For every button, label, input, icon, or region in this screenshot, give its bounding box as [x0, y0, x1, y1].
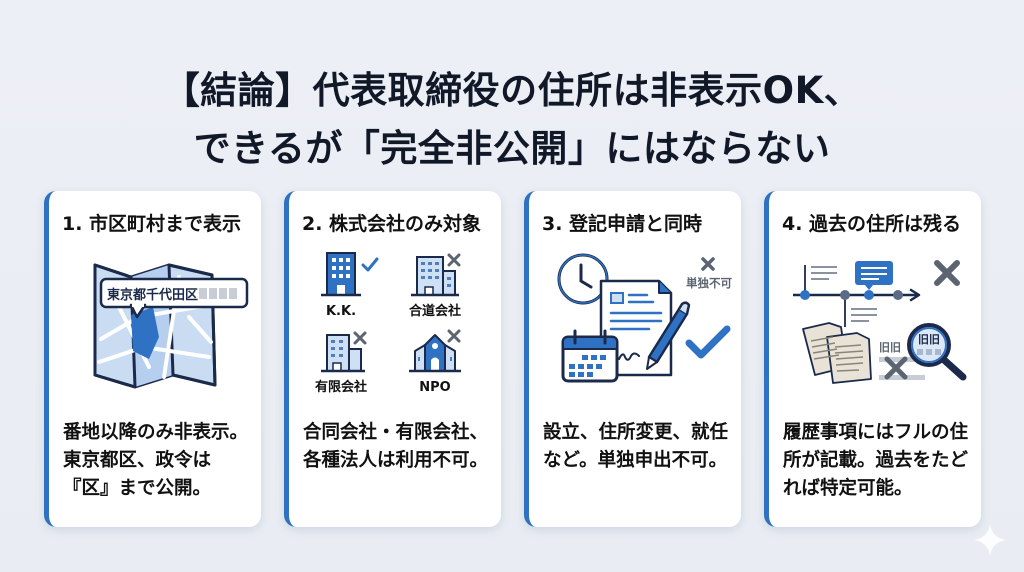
- map-with-address-callout-icon: 東京都千代田区: [49, 247, 261, 407]
- card-description: 番地以降のみ非表示。東京都区、政令は『区』まで公開。: [63, 422, 249, 499]
- svg-text:K.K.: K.K.: [326, 304, 356, 319]
- svg-text:旧旧: 旧旧: [918, 333, 940, 346]
- card-kk-only: 2. 株式会社のみ対象 K.K.: [284, 191, 501, 527]
- cross-icon: [934, 260, 960, 286]
- registration-documents-icon: 単独不可: [529, 247, 741, 407]
- sparkle-icon: [970, 520, 1010, 560]
- card-title: 2. 株式会社のみ対象: [302, 213, 482, 235]
- documents-stack-icon: [802, 322, 872, 384]
- card-municipality-display: 1. 市区町村まで表示: [44, 191, 261, 527]
- card-description: 合同会社・有限会社、各種法人は利用不可。: [303, 422, 489, 471]
- svg-text:単独不可: 単独不可: [686, 276, 732, 290]
- card-title: 3. 登記申請と同時: [542, 213, 703, 235]
- timeline-icon: [793, 261, 921, 327]
- history-timeline-magnifier-icon: 旧旧 旧旧: [769, 247, 981, 407]
- svg-text:合道会社: 合道会社: [409, 303, 461, 319]
- svg-text:有限会社: 有限会社: [315, 379, 367, 395]
- kk-building-icon: [321, 252, 379, 297]
- title-line-1: 【結論】代表取締役の住所は非表示OK、: [162, 69, 862, 112]
- cross-icon: [701, 257, 715, 271]
- svg-text:東京都千代田区: 東京都千代田区: [107, 287, 198, 303]
- card-title: 4. 過去の住所は残る: [782, 213, 962, 235]
- calendar-icon: [561, 329, 619, 383]
- pen-icon: [646, 301, 691, 370]
- limited-company-building-icon: [321, 331, 367, 373]
- company-types-icon: K.K. 合道会社: [289, 247, 501, 407]
- cross-icon: [884, 356, 908, 380]
- card-title: 1. 市区町村まで表示: [62, 213, 242, 235]
- card-description: 設立、住所変更、就任など。単独申出不可。: [543, 422, 729, 471]
- title-line-2: できるが「完全非公開」にはならない: [193, 127, 831, 170]
- magnifier-icon: 旧旧: [907, 323, 967, 381]
- npo-building-icon: [409, 329, 461, 373]
- svg-text:旧旧: 旧旧: [879, 341, 901, 354]
- card-past-address-remains: 4. 過去の住所は残る: [764, 191, 981, 527]
- svg-text:NPO: NPO: [419, 380, 450, 395]
- clock-icon: [557, 253, 609, 305]
- check-icon: [685, 325, 731, 359]
- llc-building-icon: [411, 253, 461, 297]
- card-with-registration: 3. 登記申請と同時: [524, 191, 741, 527]
- card-description: 履歴事項にはフルの住所が記載。過去をたどれば特定可能。: [783, 422, 969, 499]
- page-title: 【結論】代表取締役の住所は非表示OK、 できるが「完全非公開」にはならない: [0, 62, 1024, 178]
